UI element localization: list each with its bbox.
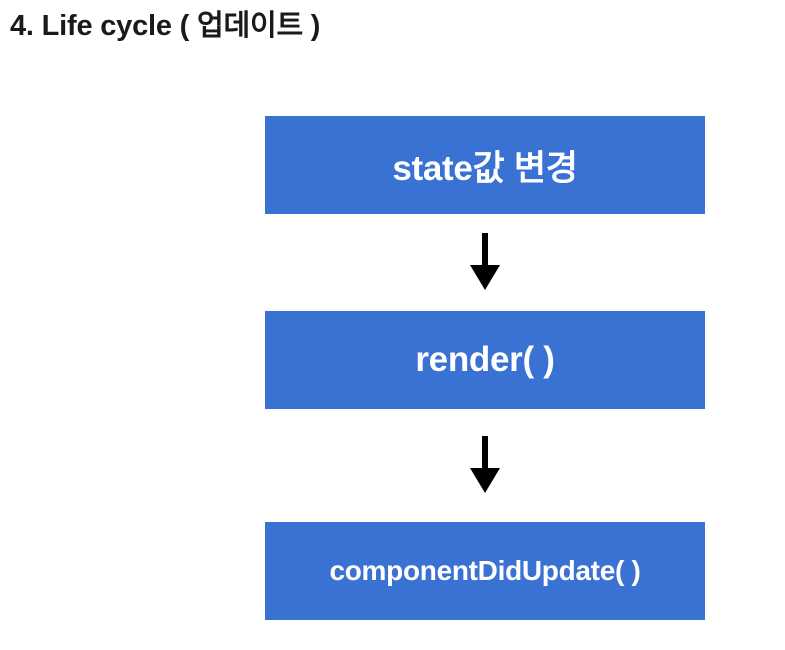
flow-connector-2 xyxy=(265,409,705,522)
flow-step-render[interactable]: render( ) xyxy=(265,311,705,409)
lifecycle-flow-diagram: state값 변경 render( ) componentDidUpdate( … xyxy=(265,116,705,620)
flow-step-component-did-update[interactable]: componentDidUpdate( ) xyxy=(265,522,705,620)
flow-step-label: state값 변경 xyxy=(392,148,578,188)
flow-step-label: componentDidUpdate( ) xyxy=(329,555,641,586)
arrow-down-icon xyxy=(470,435,500,493)
flow-step-label: render( ) xyxy=(415,340,555,379)
page-title: 4. Life cycle ( 업데이트 ) xyxy=(10,10,321,42)
arrow-down-icon xyxy=(470,232,500,290)
flow-connector-1 xyxy=(265,214,705,311)
flow-step-state-change[interactable]: state값 변경 xyxy=(265,116,705,214)
